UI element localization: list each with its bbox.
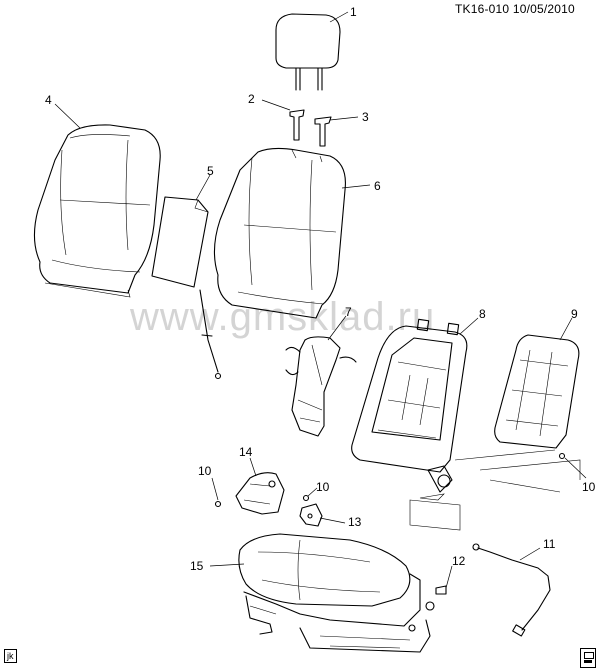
callout-5: 5: [207, 164, 214, 178]
callout-15: 15: [190, 559, 204, 573]
callout-9: 9: [571, 307, 578, 321]
callout-10c: 10: [582, 480, 596, 494]
callout-labels: 1 2 3 4 5 6 7 8 9 10 10 10 11 12 13 14 1…: [45, 5, 596, 573]
callout-12: 12: [452, 554, 466, 568]
watermark: www.gmsklad.ru: [130, 295, 436, 339]
seatback-cushion-part: [213, 147, 346, 319]
callout-1: 1: [350, 5, 357, 19]
header-code: TK16-010 10/05/2010: [455, 2, 575, 16]
connection-lines: [409, 449, 581, 531]
bracket-part: [299, 503, 323, 527]
callout-10a: 10: [198, 464, 212, 478]
callout-14: 14: [239, 445, 253, 459]
seatback-rear-panel-part: [494, 334, 580, 449]
seat-base-part: [243, 573, 435, 653]
callout-11: 11: [543, 537, 556, 551]
callout-13: 13: [348, 515, 362, 529]
callout-3: 3: [362, 110, 369, 124]
recline-cable-part: [472, 543, 551, 637]
seatback-cover-part: [33, 124, 161, 298]
callout-10b: 10: [316, 480, 330, 494]
callout-2: 2: [248, 92, 255, 106]
leader-lines: [54, 11, 587, 589]
lumbar-support-part: [285, 336, 357, 437]
callout-4: 4: [45, 93, 52, 107]
seatback-frame-part: [351, 318, 468, 501]
bolt-parts: [214, 452, 566, 595]
document-icon: [580, 648, 596, 668]
headrest-part: [275, 13, 341, 91]
callout-7: 7: [345, 305, 352, 319]
footer-tag: jk: [4, 649, 17, 663]
headrest-guide-part: [289, 109, 332, 147]
side-trim-part: [235, 472, 285, 515]
seatback-pad-part: [151, 196, 222, 380]
seat-cushion-part: [238, 533, 411, 607]
callout-6: 6: [374, 179, 381, 193]
callout-8: 8: [479, 307, 486, 321]
